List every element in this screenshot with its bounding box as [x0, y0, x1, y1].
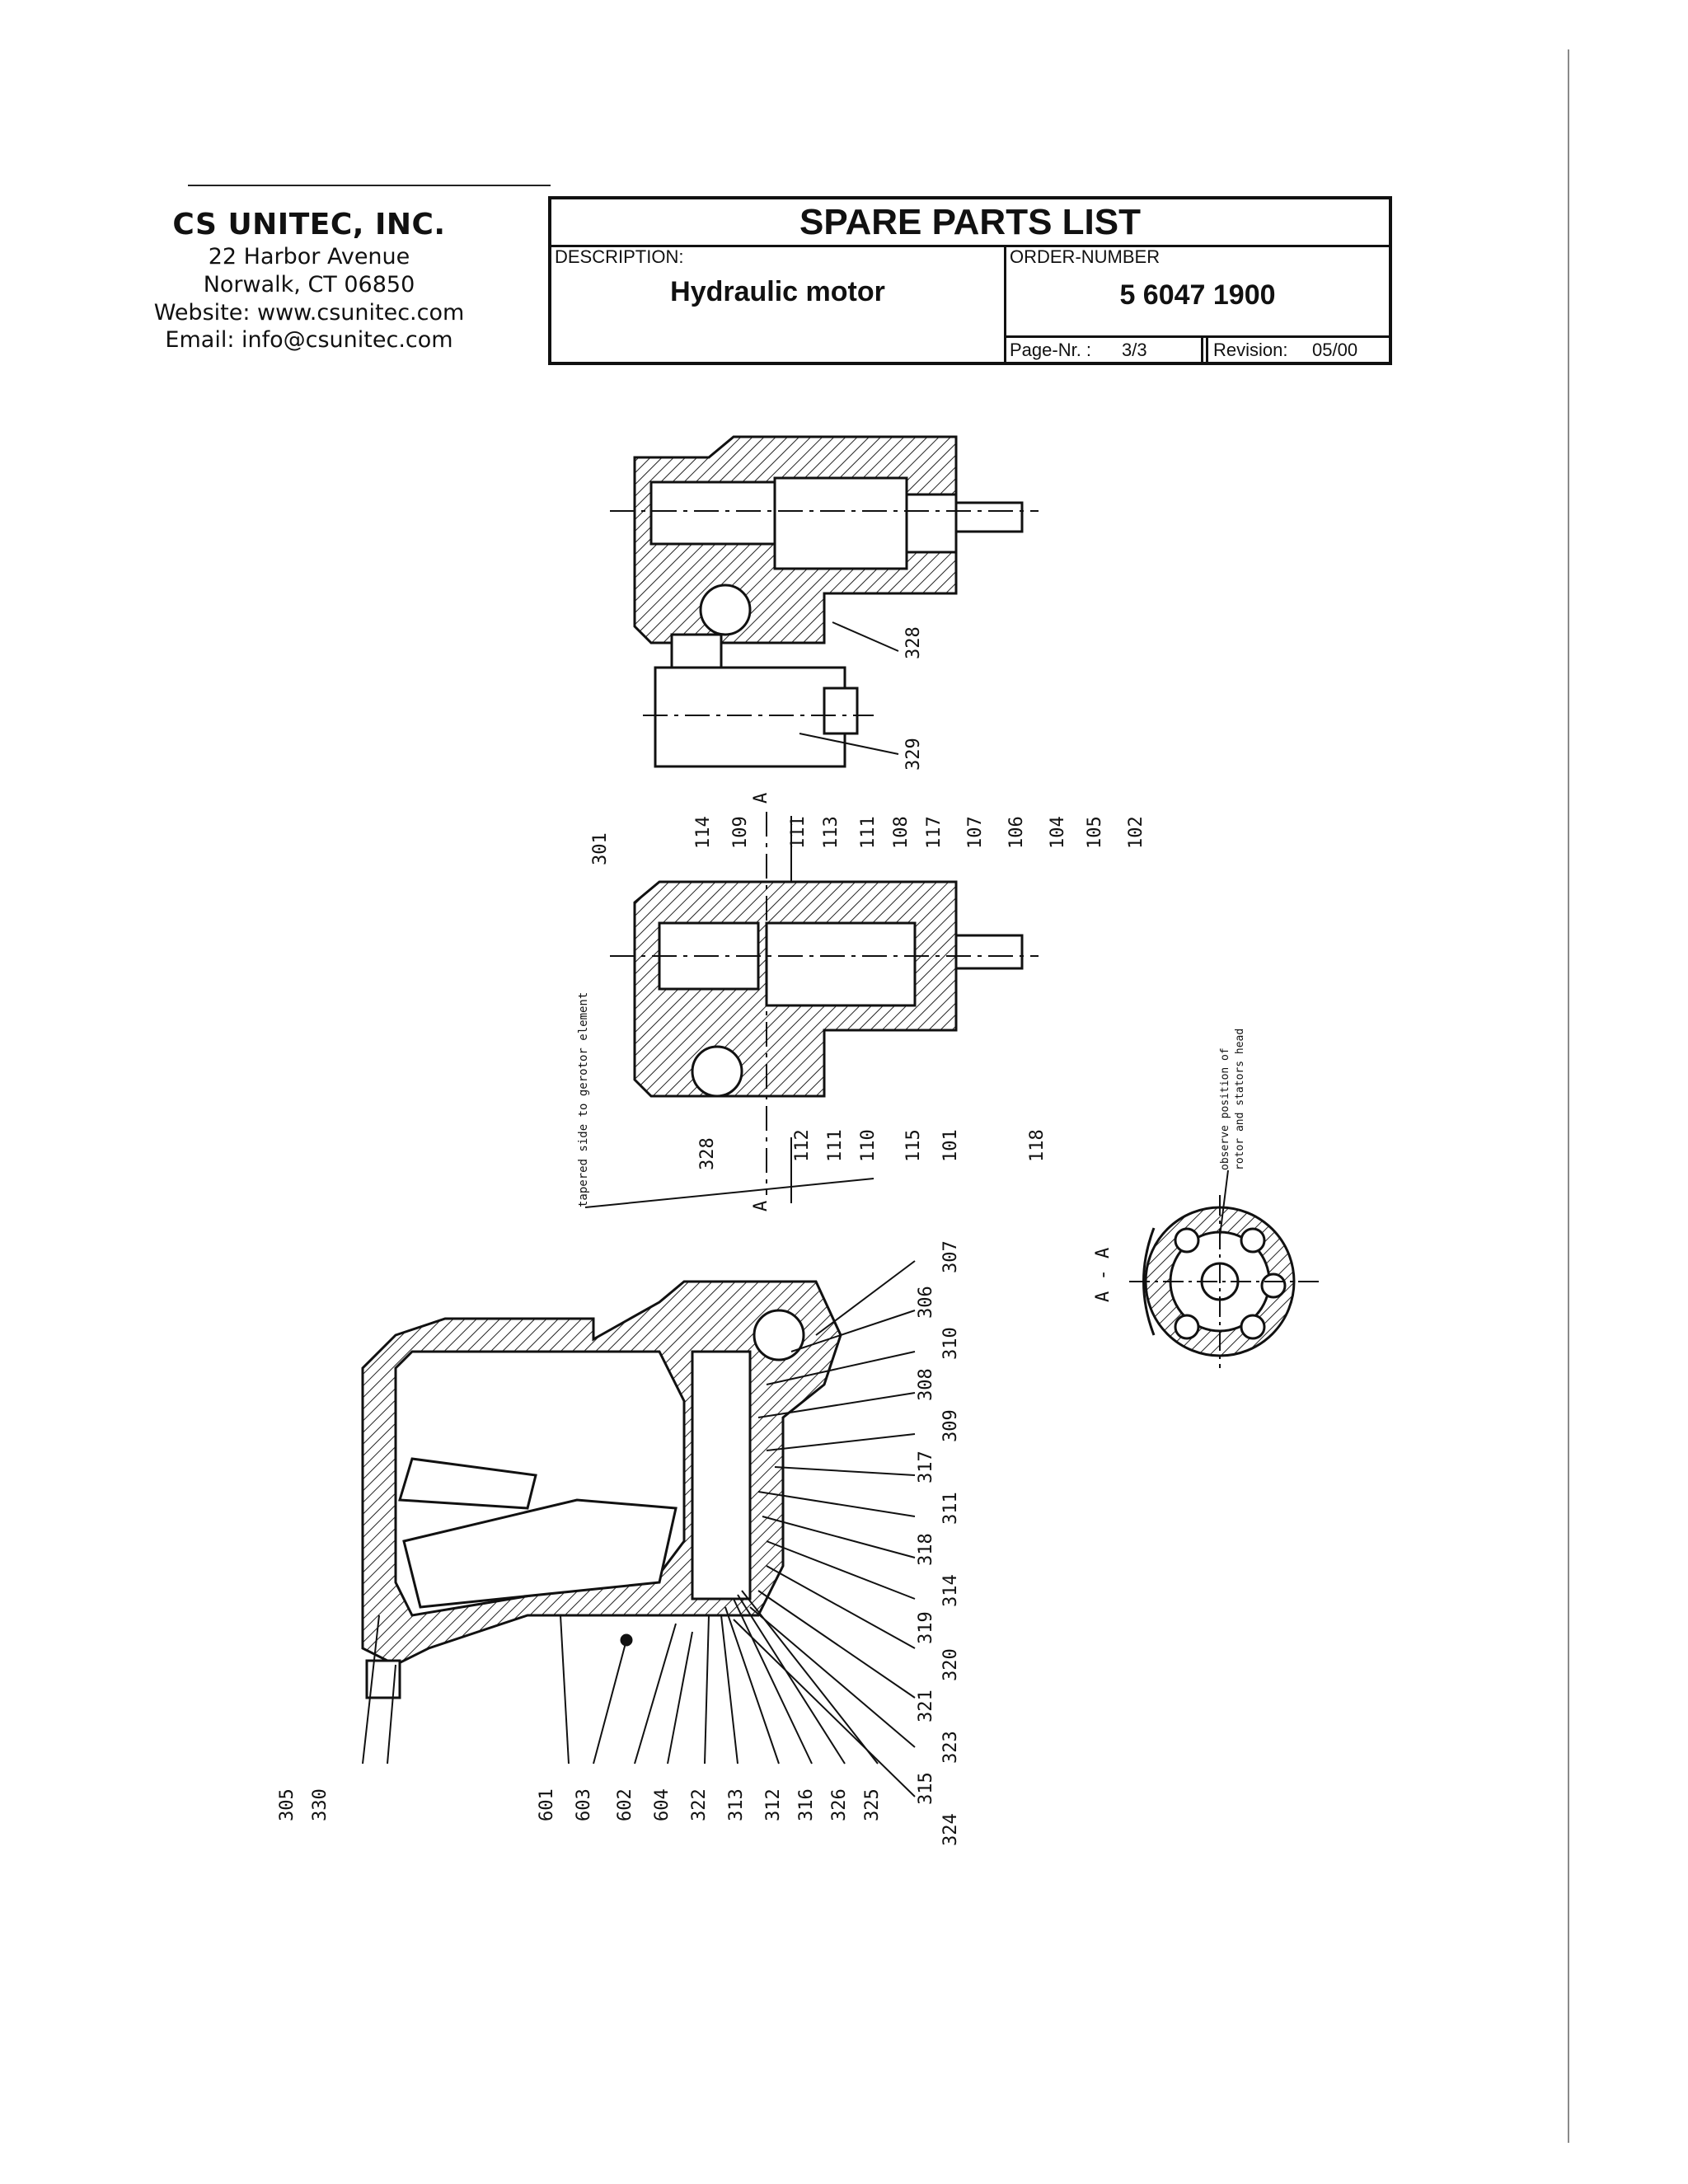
callout-314: 314	[940, 1574, 961, 1607]
callout-325: 325	[862, 1788, 883, 1821]
callout-112: 112	[792, 1129, 813, 1162]
callout-108: 108	[891, 816, 912, 849]
revision-label: Revision:	[1213, 340, 1288, 360]
page-revision-row: Page-Nr. : 3/3 Revision: 05/00	[1006, 338, 1389, 363]
page-number-value: 3/3	[1122, 340, 1147, 360]
callout-117: 117	[924, 816, 945, 849]
callout-322: 322	[689, 1788, 710, 1821]
callout-109: 109	[730, 816, 751, 849]
document-title: SPARE PARTS LIST	[551, 199, 1389, 247]
company-email: Email: info@csunitec.com	[165, 327, 453, 354]
callout-320: 320	[940, 1648, 961, 1681]
callout-105: 105	[1085, 816, 1105, 849]
callout-328-top: 328	[903, 626, 924, 659]
company-name: CS UNITEC, INC.	[172, 208, 446, 241]
section-view-drawing	[584, 812, 1039, 1208]
revision-value: 05/00	[1312, 340, 1358, 360]
tapered-side-note: tapered side to gerotor element	[577, 992, 590, 1207]
callout-330: 330	[310, 1788, 331, 1821]
callout-113: 113	[821, 816, 842, 849]
section-marker-a-top: A	[751, 793, 771, 804]
callout-603: 603	[574, 1788, 594, 1821]
valve-leader-lines	[362, 1260, 916, 1797]
revision-cell: Revision: 05/00	[1206, 338, 1389, 363]
callout-107: 107	[965, 816, 986, 849]
callout-309: 309	[940, 1409, 961, 1442]
company-block: CS UNITEC, INC. 22 Harbor Avenue Norwalk…	[140, 206, 478, 354]
callout-329: 329	[903, 738, 924, 771]
callout-308: 308	[916, 1368, 936, 1401]
callout-101: 101	[940, 1129, 961, 1162]
callout-319: 319	[916, 1611, 936, 1644]
callout-318: 318	[916, 1533, 936, 1566]
callout-323: 323	[940, 1731, 961, 1764]
title-block: SPARE PARTS LIST DESCRIPTION: Hydraulic …	[548, 196, 1392, 365]
callout-312: 312	[763, 1788, 784, 1821]
callout-328-section: 328	[697, 1137, 718, 1170]
callout-306: 306	[916, 1286, 936, 1319]
callout-602: 602	[615, 1788, 635, 1821]
callout-321: 321	[916, 1690, 936, 1722]
callout-326: 326	[829, 1788, 850, 1821]
page-edge-rule	[1568, 49, 1569, 2143]
callout-111-a: 111	[788, 816, 809, 849]
company-address-street: 22 Harbor Avenue	[208, 244, 410, 269]
callout-106: 106	[1006, 816, 1027, 849]
callout-118: 118	[1027, 1129, 1048, 1162]
aa-note-line-2: rotor and stators head	[1234, 1029, 1246, 1170]
section-marker-a-bottom: A	[751, 1201, 771, 1212]
callout-316: 316	[796, 1788, 817, 1821]
callout-102: 102	[1126, 816, 1146, 849]
header-rule	[188, 185, 551, 186]
page-number-label: Page-Nr. :	[1010, 340, 1092, 360]
callout-307: 307	[940, 1240, 961, 1273]
callout-115: 115	[903, 1129, 924, 1162]
callout-311: 311	[940, 1492, 961, 1525]
callout-111-c: 111	[825, 1129, 846, 1162]
aa-detail-drawing	[1129, 1169, 1319, 1368]
valve-assembly-drawing	[361, 1280, 842, 1699]
callout-324: 324	[940, 1813, 961, 1846]
company-website: Website: www.csunitec.com	[153, 299, 465, 326]
callout-310: 310	[940, 1327, 961, 1360]
order-number-cell: ORDER-NUMBER 5 6047 1900	[1006, 245, 1389, 338]
callout-305: 305	[277, 1788, 298, 1821]
description-label: DESCRIPTION:	[555, 246, 684, 267]
callout-110: 110	[858, 1129, 879, 1162]
page-number-cell: Page-Nr. : 3/3	[1006, 338, 1203, 363]
callout-601: 601	[537, 1788, 557, 1821]
top-view-drawing	[610, 435, 1039, 768]
callout-104: 104	[1048, 816, 1068, 849]
callout-313: 313	[726, 1788, 747, 1821]
order-number-value: 5 6047 1900	[1119, 279, 1276, 311]
description-value: Hydraulic motor	[670, 276, 885, 307]
aa-note-line-1: observe position of	[1219, 1047, 1231, 1170]
callout-114: 114	[693, 816, 714, 849]
aa-section-label: A - A	[1093, 1248, 1114, 1302]
callout-317: 317	[916, 1451, 936, 1483]
order-number-label: ORDER-NUMBER	[1010, 246, 1160, 267]
company-address-city: Norwalk, CT 06850	[203, 271, 415, 298]
description-cell: DESCRIPTION: Hydraulic motor	[551, 245, 1006, 362]
callout-111-b: 111	[858, 816, 879, 849]
callout-315: 315	[916, 1772, 936, 1805]
callout-604: 604	[652, 1788, 673, 1821]
callout-301: 301	[590, 832, 611, 865]
